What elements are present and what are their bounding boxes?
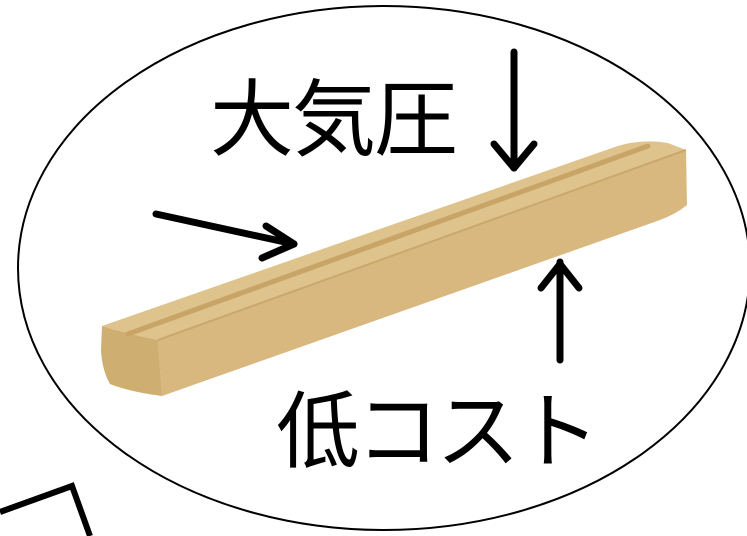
down-arrow: [490, 48, 538, 172]
beam-edge: [157, 149, 687, 341]
beam-front-face: [158, 150, 687, 396]
beam-groove: [125, 143, 651, 337]
atmospheric-pressure-label: 大気圧: [210, 71, 458, 169]
up-arrow: [537, 258, 583, 364]
low-cost-label: 低コスト: [276, 383, 600, 481]
beam-end-face: [101, 326, 162, 396]
diagonal-arrow: [152, 210, 298, 262]
wooden-beam: [101, 141, 687, 396]
outline-ellipse: [17, 5, 747, 531]
corner-fragment: [0, 482, 93, 536]
